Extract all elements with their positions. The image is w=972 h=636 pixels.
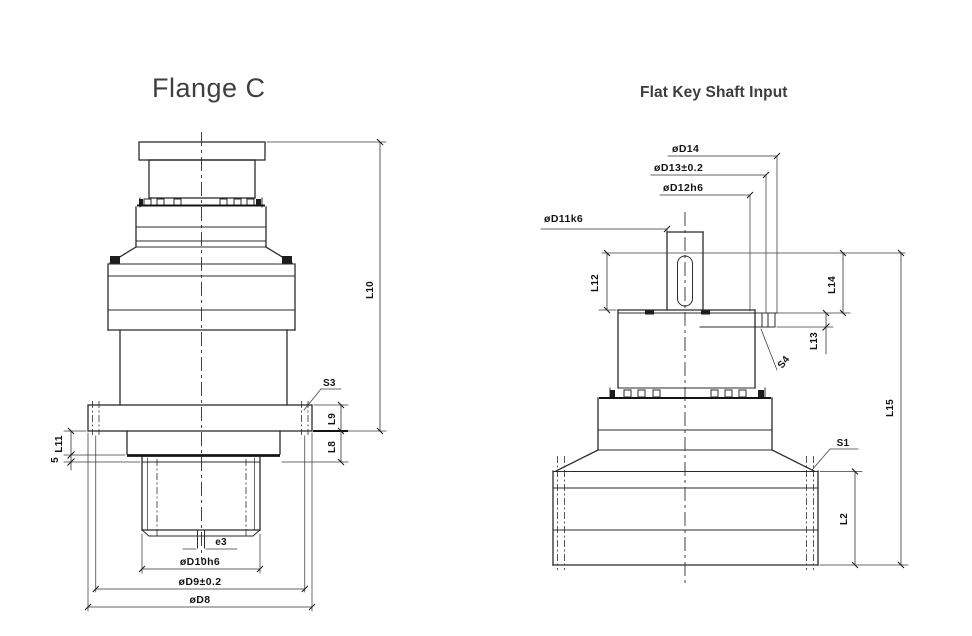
dim-label-d14: øD14 [672, 143, 699, 155]
dim-label-d9: øD9±0.2 [179, 576, 222, 588]
dim-label-d8: øD8 [189, 594, 210, 606]
dim-label-l12: L12 [590, 274, 601, 292]
dim-label-s1: S1 [837, 438, 850, 449]
flange-c-dimensions: L10 L9 L8 S3 L11 5 e3 [50, 138, 387, 612]
dim-label-s3: S3 [323, 378, 336, 389]
dim-label-l2: L2 [839, 513, 850, 525]
dim-label-d11: øD11k6 [544, 213, 583, 225]
flat-key-shaft-drawing: Flat Key Shaft Input [540, 84, 909, 585]
dim-label-l8: L8 [327, 441, 338, 453]
shaft-input-dimensions: øD14 øD13±0.2 øD12h6 øD11k6 L12 L14 [540, 143, 909, 569]
dim-label-l15: L15 [885, 399, 896, 417]
right-drawing-title: Flat Key Shaft Input [640, 84, 788, 101]
dim-label-l9: L9 [327, 413, 338, 425]
flange-c-drawing: Flange C [50, 73, 387, 612]
dim-label-l14: L14 [827, 276, 838, 294]
dim-label-d13: øD13±0.2 [654, 162, 703, 174]
dim-label-l10: L10 [365, 281, 376, 299]
dim-label-d12: øD12h6 [663, 182, 703, 194]
dim-label-d10: øD10h6 [180, 556, 220, 568]
flange-c-outline [87, 141, 313, 549]
dim-label-5: 5 [50, 457, 61, 463]
keyway-slot [677, 255, 693, 307]
dim-label-e3: e3 [215, 537, 227, 548]
dim-label-l11: L11 [54, 435, 65, 453]
shaft-input-outline [552, 231, 819, 570]
dim-label-s4: S4 [776, 354, 793, 371]
dim-label-l13: L13 [809, 332, 820, 350]
left-drawing-title: Flange C [152, 73, 266, 103]
